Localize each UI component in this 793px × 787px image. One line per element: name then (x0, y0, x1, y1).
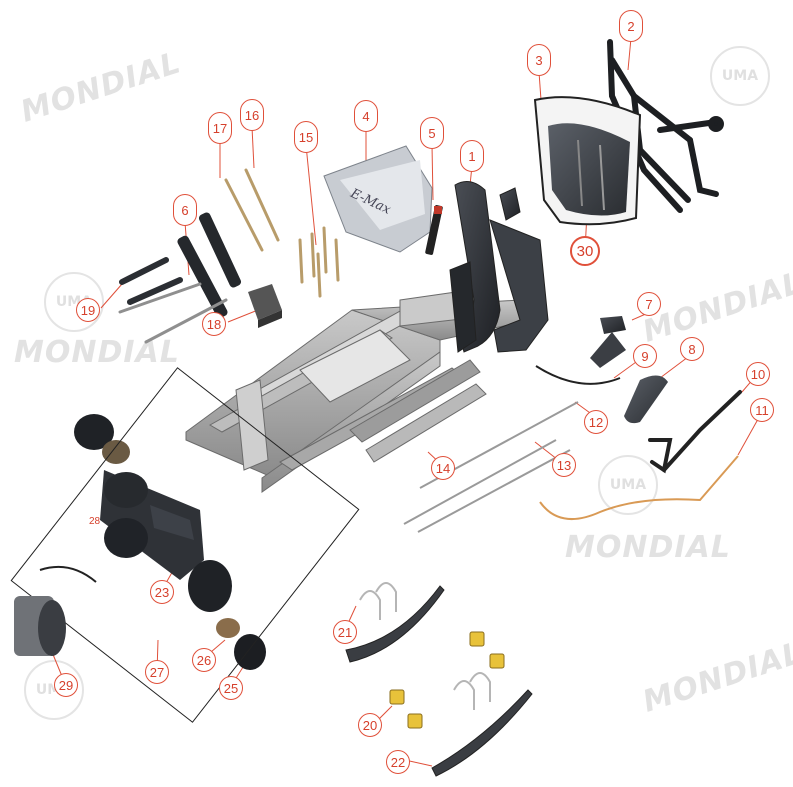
watermark-uma-logo: UMA (598, 455, 658, 515)
rear-axle (74, 414, 266, 670)
leaf-springs (345, 585, 533, 777)
callout-8: 8 (680, 337, 704, 361)
floor-decal: E-Max (323, 145, 433, 253)
callout-27: 27 (145, 660, 169, 684)
callout-4: 4 (354, 100, 378, 132)
callout-17: 17 (208, 112, 232, 144)
chassis-frame (185, 289, 542, 493)
brake-cable (535, 365, 621, 385)
bracket-block (248, 284, 282, 328)
rods (224, 168, 340, 298)
spring-pads (389, 631, 505, 729)
callout-20: 20 (358, 713, 382, 737)
callout-29: 29 (54, 673, 78, 697)
cross-bars (119, 257, 183, 305)
callout-12: 12 (584, 410, 608, 434)
brake-wire (539, 455, 739, 520)
callout-6: 6 (173, 194, 197, 226)
watermark-mondial: MONDIAL (565, 530, 731, 565)
brake-cover (624, 375, 668, 424)
callout-30: 30 (570, 236, 600, 266)
callout-19: 19 (76, 298, 100, 322)
callout-15: 15 (294, 121, 318, 153)
callout-13: 13 (552, 453, 576, 477)
windshield (533, 96, 642, 226)
axle-group-box (10, 367, 360, 723)
callout-9: 9 (633, 344, 657, 368)
steering-column (449, 180, 549, 353)
brake-lever (648, 390, 742, 474)
callout-28: 28 (89, 516, 101, 527)
callout-1: 1 (460, 140, 484, 172)
callout-2: 2 (619, 10, 643, 42)
u-bolts (359, 582, 491, 710)
pedal-bracket (425, 205, 443, 255)
callout-11: 11 (750, 398, 774, 422)
drive-motor (14, 566, 97, 656)
long-rods (118, 282, 228, 344)
callout-10: 10 (746, 362, 770, 386)
callout-18: 18 (202, 312, 226, 336)
watermark-uma-logo: UMA (710, 46, 770, 106)
callout-25: 25 (219, 676, 243, 700)
callout-16: 16 (240, 99, 264, 131)
callout-23: 23 (150, 580, 174, 604)
callout-5: 5 (420, 117, 444, 149)
callout-22: 22 (386, 750, 410, 774)
accelerator-pedal (590, 316, 626, 368)
callout-7: 7 (637, 292, 661, 316)
side-bars (177, 212, 242, 319)
callout-21: 21 (333, 620, 357, 644)
callout-26: 26 (192, 648, 216, 672)
callout-3: 3 (527, 44, 551, 76)
callout-14: 14 (431, 456, 455, 480)
